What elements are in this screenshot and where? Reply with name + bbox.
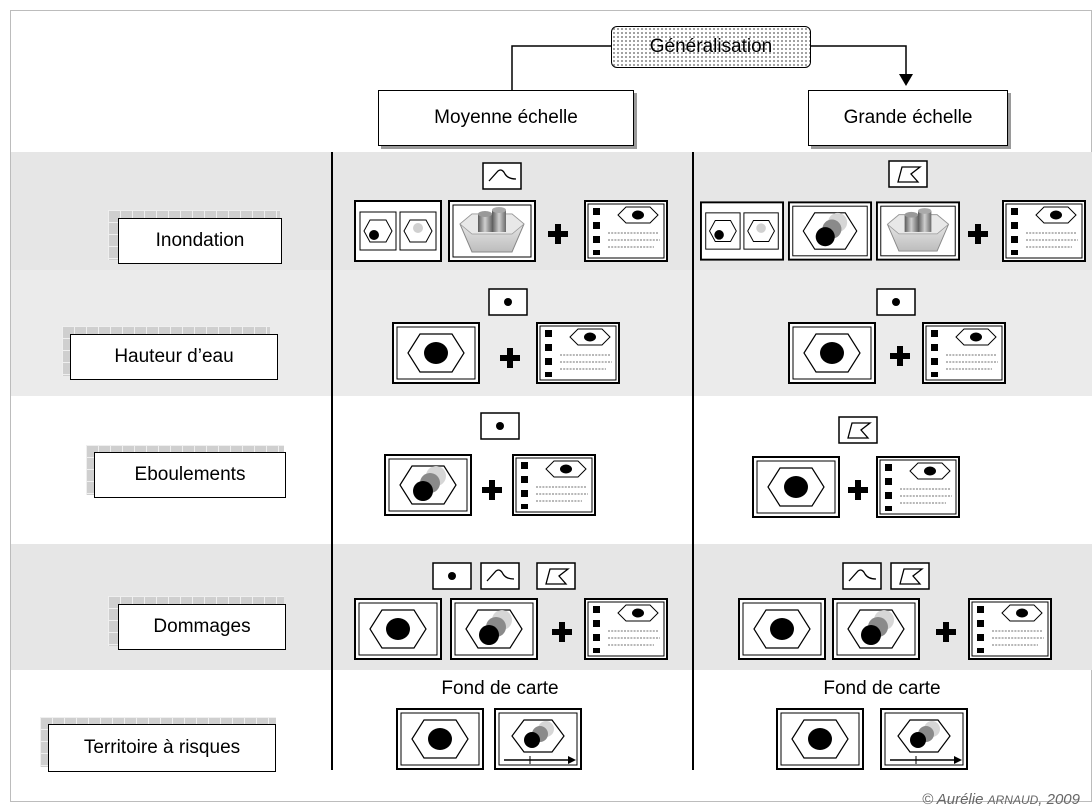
row-label-text: Territoire à risques (83, 737, 241, 758)
scale-map-icon (880, 708, 968, 770)
row-label-territoire: Territoire à risques (48, 724, 276, 772)
generalisation-box: Généralisation (611, 26, 811, 68)
arrowhead-icon (899, 74, 913, 86)
3d-map-icon (876, 201, 960, 261)
line-symbol-icon (482, 162, 522, 190)
generalisation-label: Généralisation (649, 36, 773, 57)
plus-icon (552, 622, 572, 642)
map-icon (354, 598, 442, 660)
fond-de-carte-large: Fond de carte (823, 678, 941, 699)
polygon-symbol-icon (888, 160, 928, 188)
point-symbol-icon (876, 288, 916, 316)
row-label-eboulements: Eboulements (94, 452, 286, 498)
base-map-icon (776, 708, 864, 770)
polygon-symbol-icon (838, 416, 878, 444)
map-icon (392, 322, 480, 384)
multimedia-card-icon (876, 456, 960, 518)
multimedia-card-icon (1001, 200, 1087, 262)
column-large-scale: Grande échelle (808, 90, 1008, 146)
column-divider-right (692, 152, 694, 770)
twin-map-icon (354, 200, 442, 262)
base-map-icon (396, 708, 484, 770)
multimedia-card-icon (584, 200, 668, 262)
column-divider-left (331, 152, 333, 770)
map-icon (752, 456, 840, 518)
map-icon (788, 322, 876, 384)
credit-prefix: © Aurélie (922, 791, 988, 808)
layered-map-icon (788, 201, 872, 261)
polygon-symbol-icon (536, 562, 576, 590)
multimedia-card-icon (584, 598, 668, 660)
row-label-inondation: Inondation (118, 218, 282, 264)
credit-surname: Arnaud (987, 793, 1039, 807)
line-symbol-icon (480, 562, 520, 590)
plus-icon (548, 224, 568, 244)
point-symbol-icon (432, 562, 472, 590)
generalisation-connector-right (811, 45, 907, 76)
row-label-text: Dommages (153, 616, 251, 637)
3d-map-icon (448, 200, 536, 262)
row-label-text: Inondation (155, 230, 245, 251)
twin-map-icon (700, 201, 784, 261)
row-label-text: Eboulements (134, 464, 246, 485)
plus-icon (890, 346, 910, 366)
multimedia-card-icon (922, 322, 1006, 384)
plus-icon (936, 622, 956, 642)
generalisation-connector-left (511, 45, 611, 90)
plus-icon (848, 480, 868, 500)
layered-map-icon (832, 598, 920, 660)
row-label-text: Hauteur d’eau (114, 346, 234, 367)
line-symbol-icon (842, 562, 882, 590)
layered-map-icon (384, 454, 472, 516)
plus-icon (968, 224, 988, 244)
plus-icon (482, 480, 502, 500)
multimedia-card-icon (512, 454, 596, 516)
row-label-dommages: Dommages (118, 604, 286, 650)
plus-icon (500, 348, 520, 368)
fond-de-carte-medium: Fond de carte (441, 678, 559, 699)
multimedia-card-icon (536, 322, 620, 384)
row-label-hauteur-eau: Hauteur d’eau (70, 334, 278, 380)
column-large-label: Grande échelle (843, 107, 973, 128)
credit-suffix: , 2009 (1038, 791, 1080, 808)
column-medium-label: Moyenne échelle (434, 107, 578, 128)
scale-map-icon (494, 708, 582, 770)
layered-map-icon (450, 598, 538, 660)
point-symbol-icon (480, 412, 520, 440)
column-medium-scale: Moyenne échelle (378, 90, 634, 146)
polygon-symbol-icon (890, 562, 930, 590)
multimedia-card-icon (968, 598, 1052, 660)
map-icon (738, 598, 826, 660)
copyright-credit: © Aurélie Arnaud, 2009 (922, 791, 1080, 808)
point-symbol-icon (488, 288, 528, 316)
